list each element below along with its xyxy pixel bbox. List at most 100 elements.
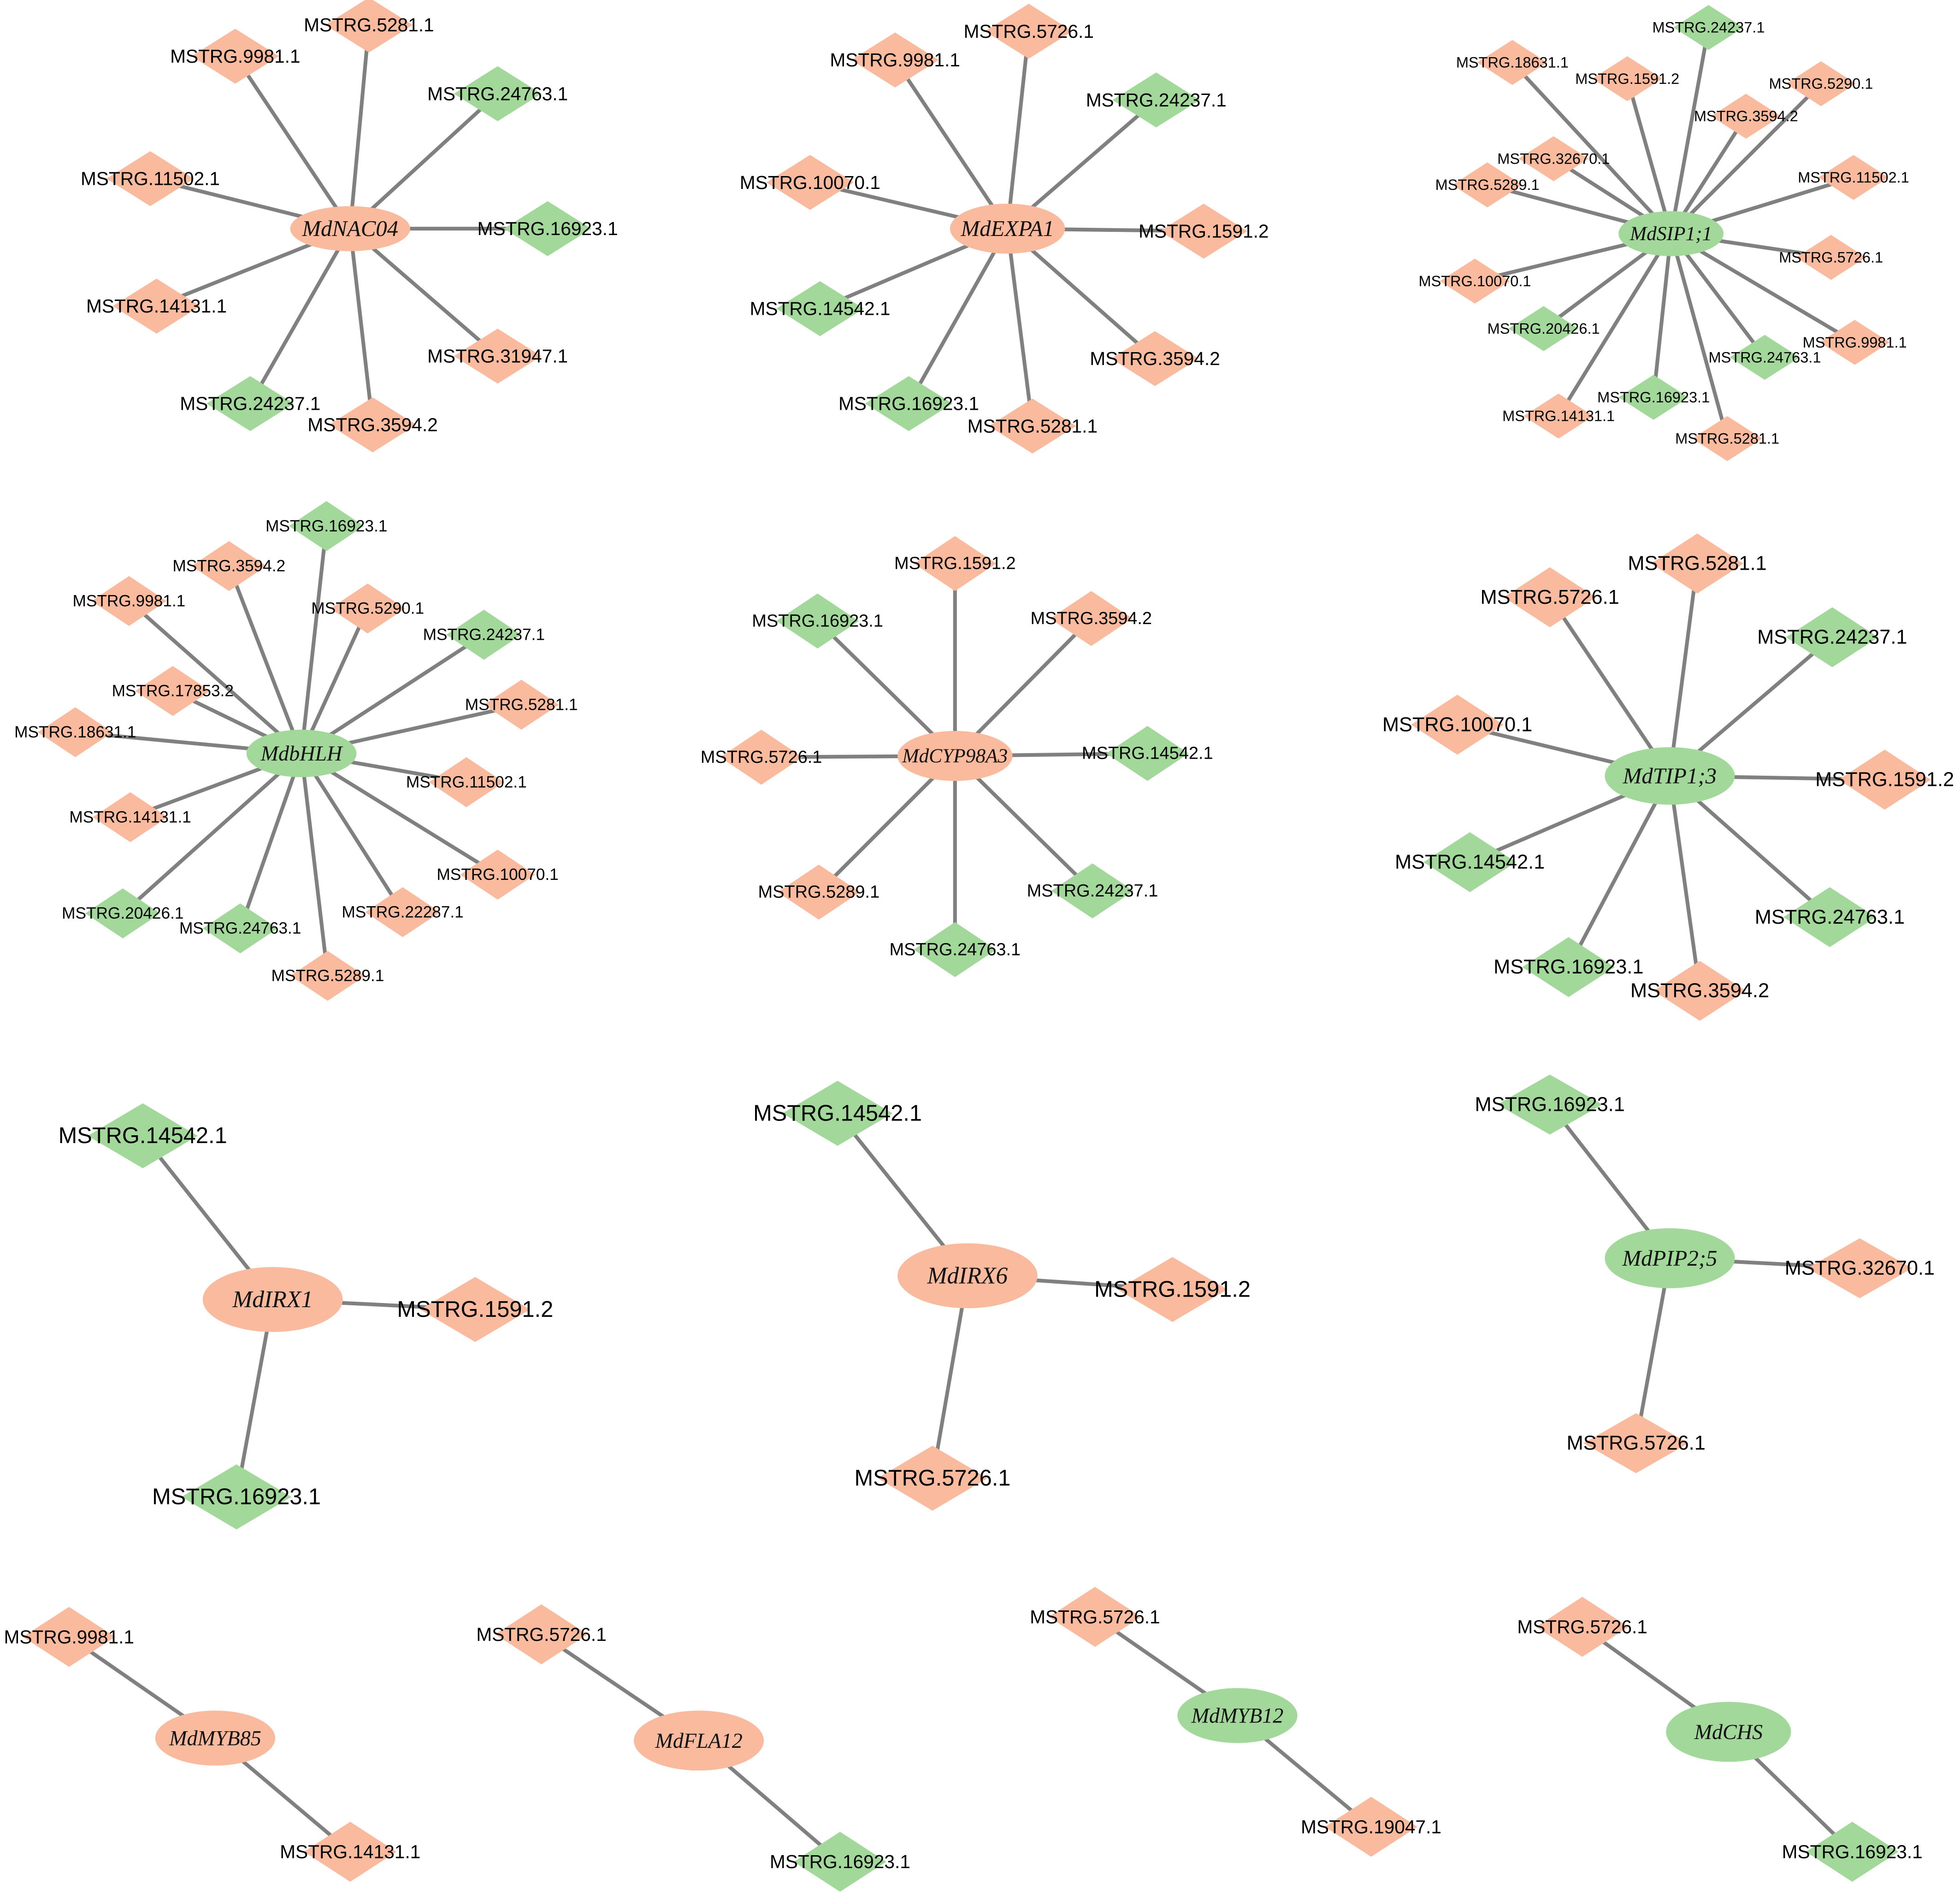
target-node[interactable]: MSTRG.11502.1 [81,151,220,206]
target-node-label: MSTRG.5726.1 [1517,1616,1647,1638]
hub-node[interactable]: MdbHLH [246,730,357,778]
target-node[interactable]: MSTRG.20426.1 [62,888,184,938]
target-node[interactable]: MSTRG.24763.1 [427,66,568,121]
hub-node[interactable]: MdSIP1;1 [1618,211,1724,256]
target-node[interactable]: MSTRG.24237.1 [1086,72,1227,128]
target-node[interactable]: MSTRG.14131.1 [280,1822,420,1882]
target-node[interactable]: MSTRG.24763.1 [179,903,301,954]
target-node[interactable]: MSTRG.16923.1 [478,201,618,256]
target-node[interactable]: MSTRG.3594.2 [1030,591,1152,646]
target-node[interactable]: MSTRG.5281.1 [304,0,434,53]
target-node[interactable]: MSTRG.24237.1 [423,609,545,660]
hub-node[interactable]: MdFLA12 [634,1710,764,1771]
hub-node[interactable]: MdCHS [1666,1702,1791,1762]
target-node[interactable]: MSTRG.3594.2 [307,397,438,453]
target-node[interactable]: MSTRG.20426.1 [1488,306,1600,351]
target-node[interactable]: MSTRG.19047.1 [1301,1797,1441,1857]
hub-node[interactable]: MdNAC04 [290,206,410,251]
target-node[interactable]: MSTRG.5289.1 [1435,162,1540,208]
edge [1634,1258,1672,1444]
target-node[interactable]: MSTRG.14131.1 [86,278,227,334]
target-node[interactable]: MSTRG.24237.1 [180,376,320,431]
target-node[interactable]: MSTRG.14542.1 [753,1080,922,1146]
target-node[interactable]: MSTRG.3594.2 [1090,331,1220,386]
target-node[interactable]: MSTRG.24763.1 [1755,887,1905,947]
target-node[interactable]: MSTRG.9981.1 [830,32,960,88]
hub-node[interactable]: MdEXPA1 [950,203,1065,254]
target-node[interactable]: MSTRG.5290.1 [311,583,424,634]
target-node[interactable]: MSTRG.5726.1 [1567,1413,1706,1474]
target-node[interactable]: MSTRG.1591.2 [1094,1257,1251,1322]
target-node[interactable]: MSTRG.24237.1 [1027,863,1158,919]
target-node[interactable]: MSTRG.9981.1 [1803,319,1907,365]
target-node[interactable]: MSTRG.3594.2 [1694,94,1798,139]
hub-node[interactable]: MdMYB85 [155,1710,276,1766]
hub-node[interactable]: MdIRX6 [897,1243,1038,1309]
target-node[interactable]: MSTRG.9981.1 [72,576,185,626]
hub-node[interactable]: MdMYB12 [1177,1688,1298,1743]
target-node[interactable]: MSTRG.24237.1 [1757,607,1907,667]
target-node[interactable]: MSTRG.5290.1 [1769,61,1873,106]
target-node[interactable]: MSTRG.5281.1 [465,679,578,730]
target-node[interactable]: MSTRG.5726.1 [701,730,822,785]
target-node[interactable]: MSTRG.1591.2 [894,536,1016,591]
hub-node[interactable]: MdCYP98A3 [897,731,1013,781]
target-node[interactable]: MSTRG.22287.1 [342,887,464,938]
hub-node[interactable]: MdTIP1;3 [1605,747,1735,805]
target-node[interactable]: MSTRG.5281.1 [968,398,1098,454]
target-node[interactable]: MSTRG.31947.1 [427,328,568,384]
target-node[interactable]: MSTRG.5726.1 [1030,1586,1160,1647]
target-node[interactable]: MSTRG.5289.1 [758,864,880,920]
target-node[interactable]: MSTRG.1591.2 [1815,749,1954,810]
target-node[interactable]: MSTRG.14542.1 [1395,832,1545,892]
target-node[interactable]: MSTRG.24763.1 [889,922,1021,977]
target-node[interactable]: MSTRG.5726.1 [1517,1597,1647,1657]
target-node[interactable]: MSTRG.32670.1 [1497,136,1610,182]
target-node[interactable]: MSTRG.1591.2 [397,1277,553,1342]
target-node[interactable]: MSTRG.5281.1 [1675,416,1779,461]
target-node[interactable]: MSTRG.14542.1 [1082,726,1213,781]
target-node[interactable]: MSTRG.16923.1 [1475,1074,1625,1135]
diamond-node-shape [1692,416,1763,461]
target-node[interactable]: MSTRG.16923.1 [1782,1822,1923,1882]
target-node[interactable]: MSTRG.16923.1 [266,501,387,551]
target-node[interactable]: MSTRG.3594.2 [172,541,285,591]
hub-node[interactable]: MdPIP2;5 [1605,1228,1735,1288]
target-node[interactable]: MSTRG.5726.1 [963,4,1094,59]
target-node[interactable]: MSTRG.18631.1 [14,707,136,757]
target-node[interactable]: MSTRG.9981.1 [170,29,301,84]
target-node[interactable]: MSTRG.18631.1 [1456,40,1569,85]
target-node[interactable]: MSTRG.14131.1 [1502,393,1615,439]
target-node[interactable]: MSTRG.9981.1 [4,1607,134,1667]
target-node[interactable]: MSTRG.11502.1 [1798,155,1909,200]
target-node[interactable]: MSTRG.1591.2 [1575,56,1679,101]
target-node[interactable]: MSTRG.24763.1 [1708,335,1821,380]
target-node[interactable]: MSTRG.16923.1 [1494,937,1644,997]
target-node[interactable]: MSTRG.1591.2 [1139,203,1269,259]
target-node[interactable]: MSTRG.16923.1 [838,376,979,431]
target-node[interactable]: MSTRG.5726.1 [1481,567,1619,627]
target-node[interactable]: MSTRG.10070.1 [740,155,880,210]
target-node[interactable]: MSTRG.16923.1 [770,1832,910,1892]
target-node-label: MSTRG.3594.2 [1090,348,1220,369]
target-node[interactable]: MSTRG.32670.1 [1785,1238,1935,1298]
target-node[interactable]: MSTRG.14542.1 [59,1103,227,1168]
target-node[interactable]: MSTRG.11502.1 [406,757,527,808]
target-node[interactable]: MSTRG.10070.1 [1419,259,1531,304]
target-node[interactable]: MSTRG.14131.1 [69,792,191,843]
hub-node[interactable]: MdIRX1 [202,1267,343,1332]
target-node[interactable]: MSTRG.24237.1 [1652,5,1765,50]
target-node[interactable]: MSTRG.17853.2 [112,666,234,716]
target-node[interactable]: MSTRG.5281.1 [1628,533,1767,594]
target-node[interactable]: MSTRG.16923.1 [152,1464,321,1530]
target-node[interactable]: MSTRG.10070.1 [1382,695,1532,755]
target-node[interactable]: MSTRG.16923.1 [1597,375,1710,420]
target-node[interactable]: MSTRG.16923.1 [752,593,883,649]
target-node[interactable]: MSTRG.5726.1 [1779,235,1883,280]
target-node[interactable]: MSTRG.5726.1 [476,1604,607,1664]
target-node[interactable]: MSTRG.5289.1 [272,950,384,1001]
target-node[interactable]: MSTRG.10070.1 [437,849,559,900]
target-node[interactable]: MSTRG.5726.1 [855,1445,1011,1511]
target-node[interactable]: MSTRG.3594.2 [1630,961,1769,1021]
